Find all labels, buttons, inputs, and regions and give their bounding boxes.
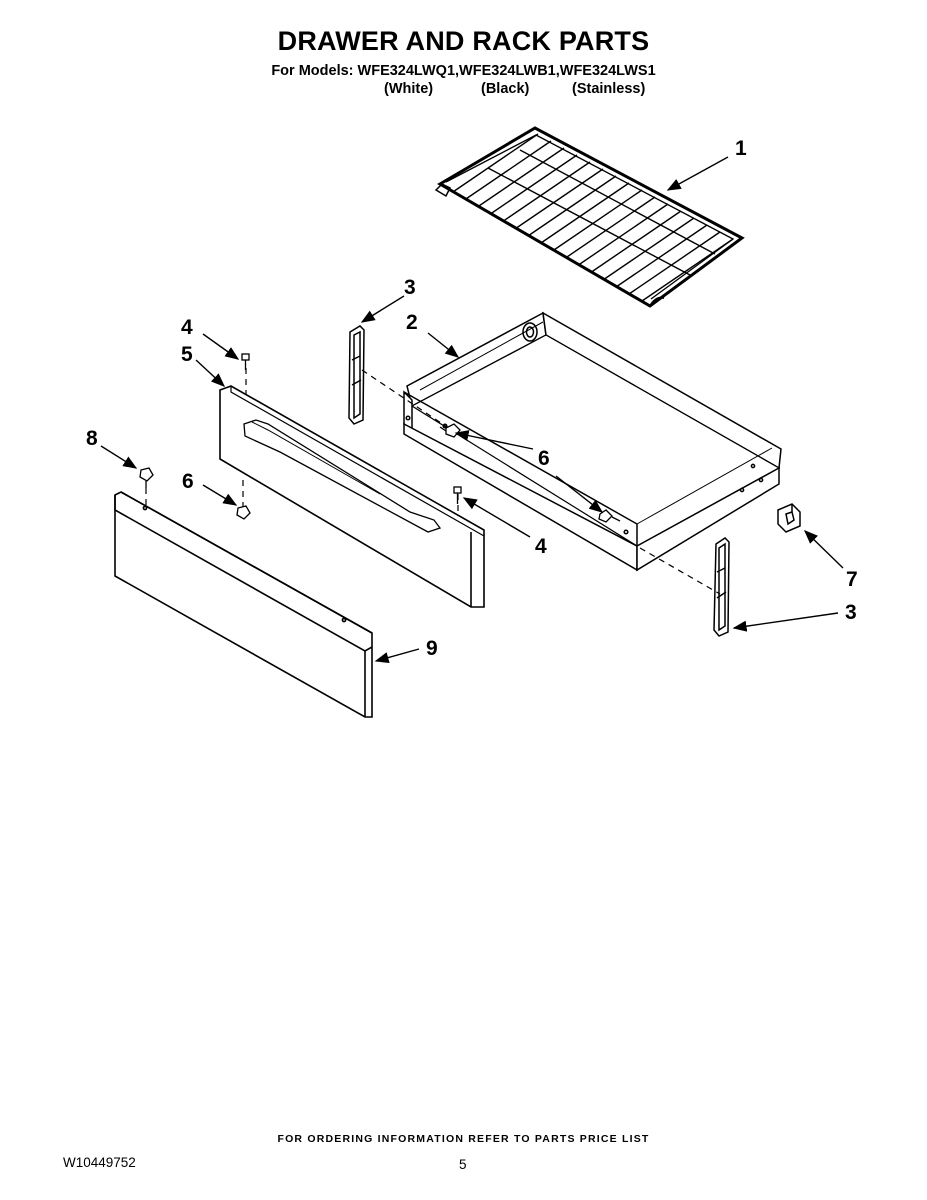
page-number: 5 — [459, 1157, 467, 1172]
callout-panel: 9 — [426, 637, 438, 660]
callout-glide-right: 3 — [845, 601, 857, 624]
callout-drawer-body: 2 — [406, 311, 418, 334]
ordering-note: FOR ORDERING INFORMATION REFER TO PARTS … — [277, 1133, 650, 1145]
oven-rack — [434, 126, 745, 308]
callout-screw-body: 6 — [538, 447, 550, 470]
screw — [598, 509, 621, 523]
callout-screw-top-left: 4 — [181, 316, 193, 339]
screw — [453, 486, 462, 504]
variant-black: (Black) — [481, 81, 530, 97]
models-line: For Models: WFE324LWQ1,WFE324LWB1,WFE324… — [271, 63, 656, 79]
page-title: DRAWER AND RACK PARTS — [277, 26, 650, 56]
drawer-body — [403, 311, 782, 572]
drawer-front — [219, 385, 485, 608]
callout-clip: 7 — [846, 568, 858, 591]
document-number: W10449752 — [63, 1155, 136, 1170]
drawer-panel — [114, 491, 373, 718]
screw — [139, 467, 154, 488]
drawer-glide — [713, 537, 730, 637]
callout-screw-handle: 8 — [86, 427, 98, 450]
clip — [777, 503, 801, 533]
callout-rack: 1 — [735, 137, 747, 160]
screw — [241, 353, 250, 370]
callout-screw-right: 4 — [535, 535, 547, 558]
callout-glide-left: 3 — [404, 276, 416, 299]
drawer-glide — [348, 325, 365, 425]
variant-white: (White) — [384, 81, 434, 97]
screw — [236, 505, 251, 520]
variant-stainless: (Stainless) — [572, 81, 646, 97]
callout-screw-front: 6 — [182, 470, 194, 493]
callout-drawer-front: 5 — [181, 343, 193, 366]
